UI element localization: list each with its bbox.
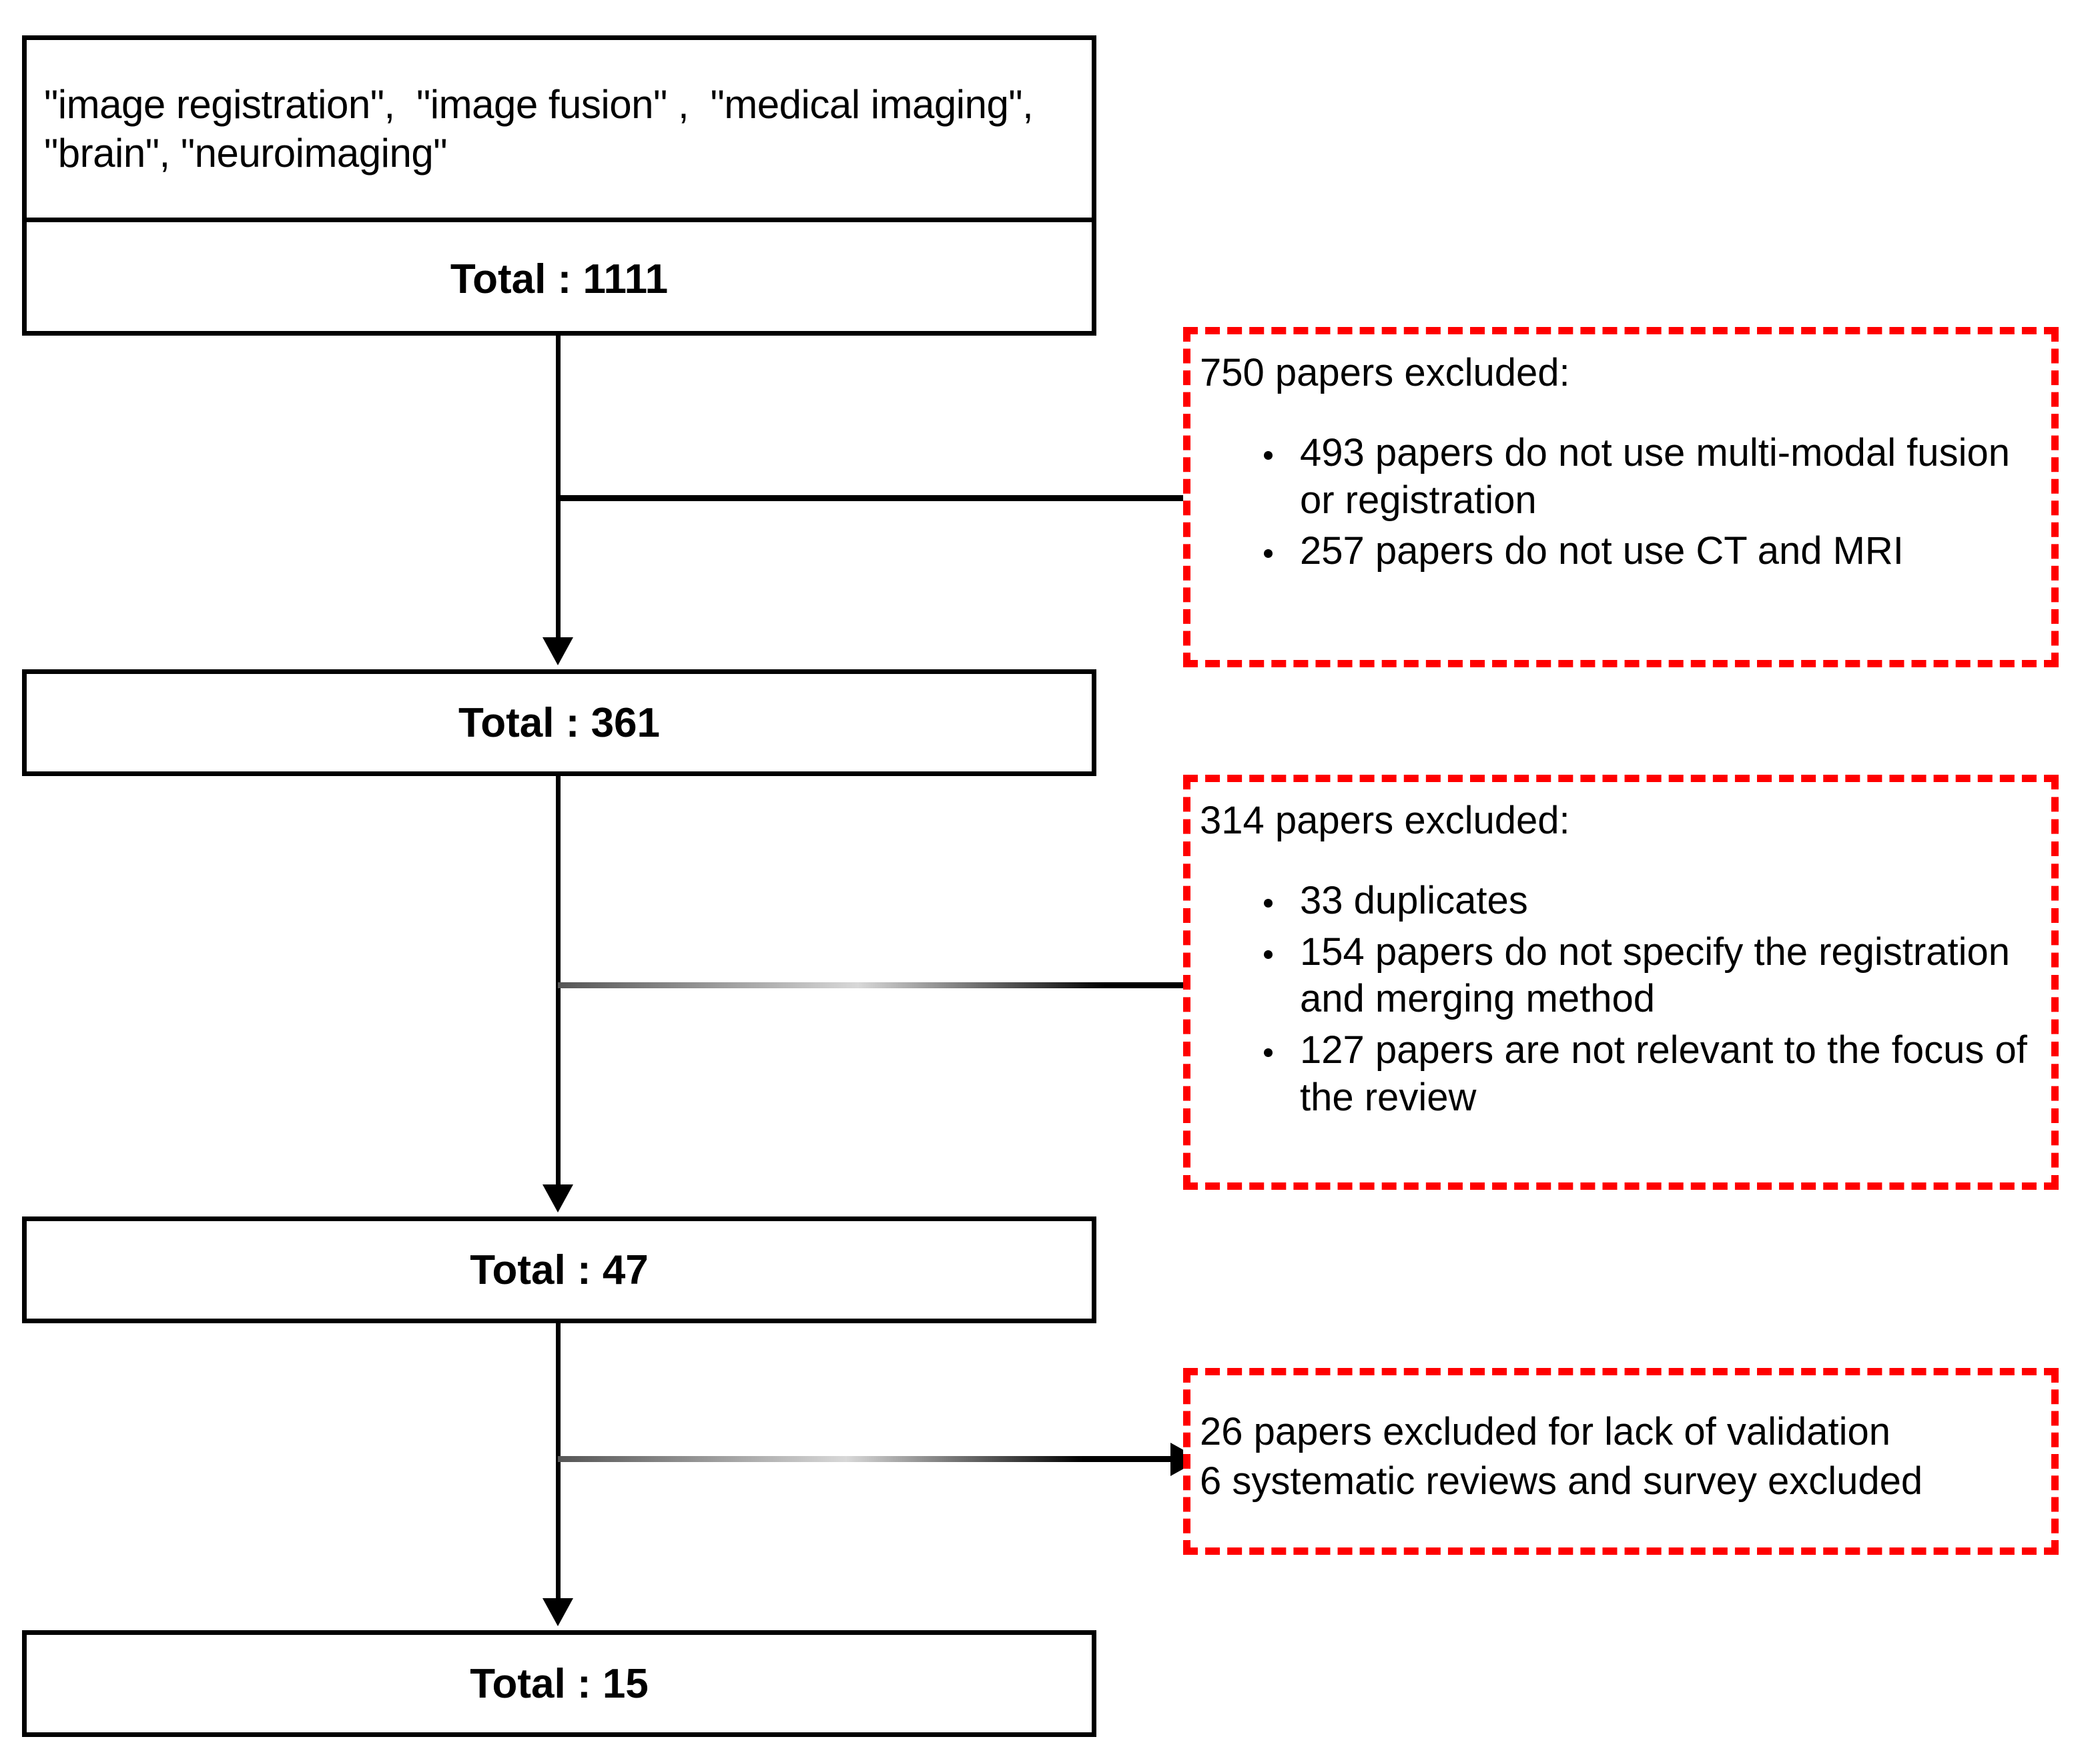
exclusion-1-item: 493 papers do not use multi-modal fusion… bbox=[1264, 430, 2045, 524]
exclusion-3-line: 26 papers excluded for lack of validatio… bbox=[1200, 1410, 1890, 1453]
search-terms-box: "image registration", "image fusion" , "… bbox=[22, 35, 1096, 336]
stage-box-15: Total : 15 bbox=[22, 1630, 1096, 1737]
total-15-label: Total : 15 bbox=[470, 1660, 649, 1707]
exclusion-2-item: 154 papers do not specify the registrati… bbox=[1264, 929, 2045, 1024]
branch-line-3 bbox=[558, 1456, 1198, 1462]
exclusion-1-item: 257 papers do not use CT and MRI bbox=[1264, 528, 2045, 575]
exclusion-box-1: 750 papers excluded: 493 papers do not u… bbox=[1183, 327, 2059, 667]
connector-line-3 bbox=[556, 1323, 561, 1617]
total-361-label: Total : 361 bbox=[458, 699, 661, 746]
total-1111-label: Total : 1111 bbox=[450, 256, 669, 302]
exclusion-3-line: 6 systematic reviews and survey excluded bbox=[1200, 1459, 1923, 1503]
arrow-down-3 bbox=[543, 1598, 573, 1626]
exclusion-1-list: 493 papers do not use multi-modal fusion… bbox=[1200, 430, 2045, 575]
exclusion-2-list: 33 duplicates 154 papers do not specify … bbox=[1200, 877, 2045, 1122]
search-terms-cell: "image registration", "image fusion" , "… bbox=[27, 40, 1092, 222]
stage-box-361: Total : 361 bbox=[22, 669, 1096, 776]
exclusion-2-item: 127 papers are not relevant to the focus… bbox=[1264, 1027, 2045, 1122]
exclusion-box-3: 26 papers excluded for lack of validatio… bbox=[1183, 1368, 2059, 1555]
branch-line-1 bbox=[558, 495, 1225, 501]
total-47-label: Total : 47 bbox=[470, 1247, 649, 1293]
search-terms-text: "image registration", "image fusion" , "… bbox=[44, 81, 1044, 175]
arrow-down-1 bbox=[543, 637, 573, 665]
exclusion-2-heading: 314 papers excluded: bbox=[1200, 799, 1570, 842]
exclusion-box-2: 314 papers excluded: 33 duplicates 154 p… bbox=[1183, 775, 2059, 1190]
search-total-cell: Total : 1111 bbox=[27, 222, 1092, 336]
exclusion-2-item: 33 duplicates bbox=[1264, 877, 2045, 925]
arrow-down-2 bbox=[543, 1184, 573, 1212]
branch-line-2 bbox=[558, 982, 1225, 988]
connector-line-2 bbox=[556, 776, 561, 1203]
stage-box-47: Total : 47 bbox=[22, 1216, 1096, 1323]
exclusion-1-heading: 750 papers excluded: bbox=[1200, 351, 1570, 394]
